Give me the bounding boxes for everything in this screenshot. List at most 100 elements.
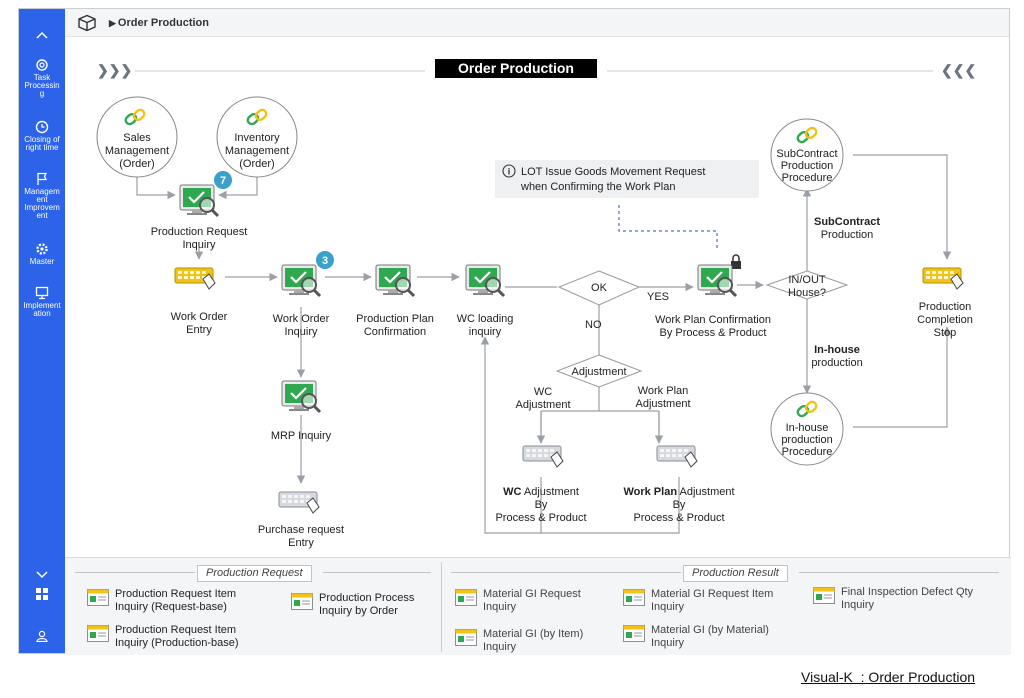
svg-text:Work Plan Adjustment: Work Plan Adjustment xyxy=(623,486,734,498)
monitor-search-icon xyxy=(374,263,416,298)
sidebar-scroll-down-icon[interactable] xyxy=(19,566,65,584)
wc-loading-inquiry-node[interactable]: WC loading inquiry xyxy=(457,263,514,338)
svg-text:i: i xyxy=(508,167,511,177)
link-label: Inquiry xyxy=(483,641,517,653)
work-order-inquiry-node[interactable]: 3 Work Order Inquiry xyxy=(273,251,334,338)
node-label: Procedure xyxy=(782,446,833,458)
node-label: (Order) xyxy=(239,158,274,170)
node-label: Adjustment xyxy=(677,486,734,498)
node-label: By xyxy=(673,499,686,511)
sidebar-item-closing[interactable]: Closing of right time xyxy=(19,120,65,152)
monitor-search-icon xyxy=(464,263,506,298)
node-label: Production xyxy=(919,301,972,313)
sidebar-item-label: g xyxy=(39,89,45,98)
settings-icon xyxy=(36,243,48,255)
wc-adjustment-node[interactable]: WC Adjustment By Process & Product xyxy=(495,445,587,524)
production-request-inquiry-node[interactable]: 7 Production Request Inquiry xyxy=(151,171,248,251)
sidebar-item-management-improvement[interactable]: Managem ent Improvem ent xyxy=(19,172,65,220)
document-icon xyxy=(87,625,109,642)
sidebar-item-label: right time xyxy=(25,143,59,152)
node-label: Entry xyxy=(186,324,212,336)
user-icon[interactable] xyxy=(19,629,65,647)
lock-icon xyxy=(731,254,741,269)
monitor-search-icon xyxy=(696,263,738,298)
main-content: ❯❯❯ Order Production ❮❮❮ xyxy=(65,37,1011,655)
link-label: Material GI (by Item) xyxy=(483,628,584,640)
node-label: Completion xyxy=(917,314,973,326)
sidebar-item-label: Task xyxy=(33,73,51,82)
node-label-bold: Work Plan xyxy=(623,486,677,498)
mrp-inquiry-node[interactable]: MRP Inquiry xyxy=(271,379,332,442)
note-line: LOT Issue Goods Movement Request xyxy=(521,166,705,178)
node-label: Stop xyxy=(934,327,957,339)
sidebar-item-label: Processin xyxy=(24,81,60,90)
node-label: Purchase request xyxy=(258,524,344,536)
sidebar: Task Processin g Closing of right time M… xyxy=(19,9,65,653)
info-icon xyxy=(502,164,516,178)
document-icon xyxy=(813,587,835,604)
inventory-management-node[interactable]: Inventory Management (Order) xyxy=(216,96,298,178)
production-plan-confirmation-node[interactable]: Production Plan Confirmation xyxy=(356,263,434,338)
sales-management-node[interactable]: Sales Management (Order) xyxy=(96,96,178,178)
node-label: Production Plan xyxy=(356,313,434,325)
link-label: Production Request Item xyxy=(115,588,237,600)
subcontract-procedure-node[interactable]: SubContract Production Procedure xyxy=(770,118,844,192)
branch-label: Adjustment xyxy=(635,398,690,410)
production-completion-stop-node[interactable]: Production Completion Stop xyxy=(917,267,973,339)
node-label-bold: WC xyxy=(503,486,521,498)
sidebar-item-label: ation xyxy=(33,309,51,318)
link-material-gi-by-material[interactable]: Material GI (by Material)Inquiry xyxy=(623,624,769,650)
link-label: Final Inspection Defect Qty xyxy=(841,586,974,598)
note-line: when Confirming the Work Plan xyxy=(520,181,675,193)
ok-decision-node[interactable]: OK xyxy=(557,270,641,306)
branch-label: Work Plan xyxy=(638,385,689,397)
node-label: Inventory xyxy=(234,132,280,144)
gear-icon xyxy=(36,59,48,71)
work-order-entry-node[interactable]: Work Order Entry xyxy=(171,267,228,336)
in-out-house-decision-node[interactable]: IN/OUT House? xyxy=(765,270,849,300)
node-label: Work Order xyxy=(171,311,228,323)
node-label: Procedure xyxy=(782,172,833,184)
sidebar-item-label: Improvem xyxy=(24,203,60,212)
work-plan-adjustment-node[interactable]: Work Plan Adjustment By Process & Produc… xyxy=(623,445,735,524)
node-label: Process & Product xyxy=(633,512,724,524)
node-label: (Order) xyxy=(119,158,154,170)
document-icon xyxy=(455,629,477,646)
node-label: Inquiry xyxy=(284,326,318,338)
branch-label: WC xyxy=(534,386,552,398)
purchase-request-entry-node[interactable]: Purchase request Entry xyxy=(258,491,344,549)
link-label: Material GI Request Item xyxy=(651,588,774,600)
monitor-search-icon xyxy=(178,183,220,218)
sidebar-item-implementation[interactable]: Implement ation xyxy=(19,286,65,318)
link-label: Inquiry xyxy=(651,601,685,613)
sidebar-item-master[interactable]: Master xyxy=(19,242,65,266)
sidebar-item-label: Closing of xyxy=(24,135,60,144)
work-plan-confirmation-node[interactable]: Work Plan Confirmation By Process & Prod… xyxy=(655,263,771,339)
apps-grid-icon[interactable] xyxy=(19,587,65,605)
node-label: Production Request xyxy=(151,226,248,238)
cube-icon[interactable] xyxy=(77,14,97,32)
adjustment-decision-node[interactable]: Adjustment xyxy=(555,354,643,388)
inhouse-procedure-node[interactable]: In-house production Procedure xyxy=(770,392,844,466)
keyboard-icon xyxy=(922,267,964,290)
sidebar-item-task-processing[interactable]: Task Processin g xyxy=(19,58,65,98)
header-chevrons-left-icon: ❯❯❯ xyxy=(97,62,132,79)
link-material-gi-by-item[interactable]: Material GI (by Item)Inquiry xyxy=(455,628,583,654)
sidebar-item-label: Implement xyxy=(23,301,61,310)
breadcrumb[interactable]: ▶Order Production xyxy=(109,17,209,29)
process-diagram: ❯❯❯ Order Production ❮❮❮ xyxy=(96,59,976,549)
svg-text:WC Adjustment: WC Adjustment xyxy=(503,486,579,498)
node-label: Confirmation xyxy=(364,326,426,338)
link-label: Inquiry (Production-base) xyxy=(115,637,239,649)
breadcrumb-label: Order Production xyxy=(117,17,209,29)
node-label: Adjustment xyxy=(521,486,578,498)
sidebar-scroll-up-icon[interactable] xyxy=(19,31,65,42)
branch-label: Production xyxy=(821,229,874,241)
node-label: WC loading xyxy=(457,313,514,325)
